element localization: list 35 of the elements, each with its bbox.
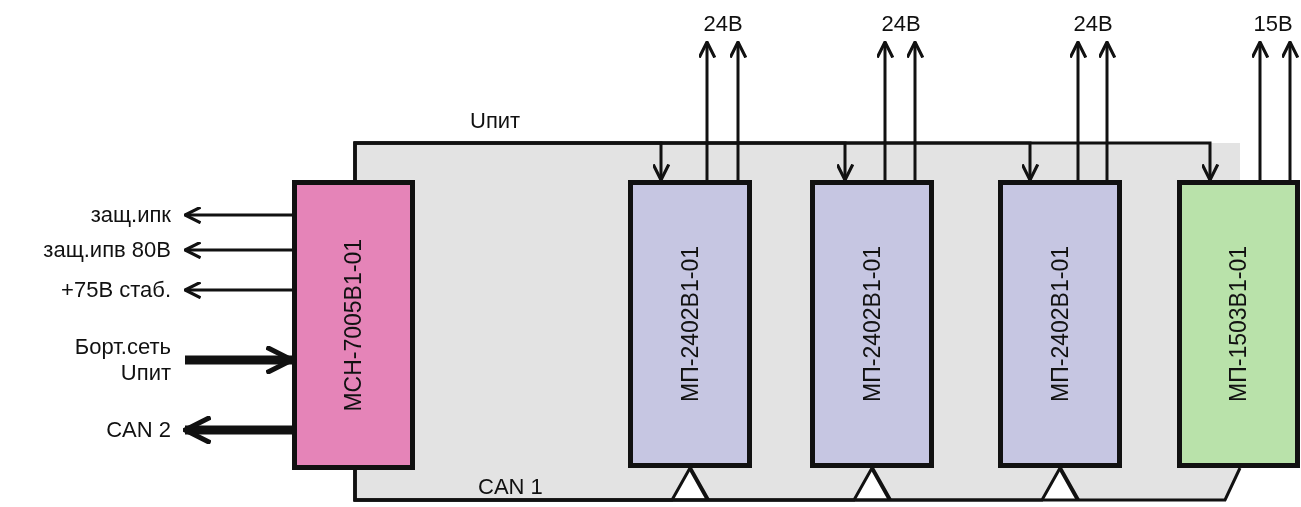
- arrow: [353, 141, 1219, 182]
- arrow: [1251, 40, 1269, 180]
- module-label: МП-2402В1-01: [858, 246, 886, 402]
- module-box: [810, 180, 934, 468]
- arrow: [1069, 40, 1087, 180]
- bus-label: Uпит: [470, 108, 521, 134]
- arrow: [183, 281, 292, 299]
- module-label: МСН-7005В1-01: [340, 238, 367, 412]
- arrow: [183, 241, 292, 259]
- signal-label: 24В: [1073, 11, 1113, 37]
- signal-label: 15В: [1253, 11, 1293, 37]
- arrow: [182, 415, 292, 445]
- module-label: МП-2402В1-01: [1046, 246, 1074, 402]
- module-box: [998, 180, 1122, 468]
- arrow: [876, 40, 894, 180]
- module-box: [628, 180, 752, 468]
- module-box: [1177, 180, 1300, 468]
- module-label: МП-1503В1-01: [1225, 246, 1252, 402]
- bus-label: CAN 1: [478, 474, 543, 500]
- module-box: [292, 180, 415, 470]
- signal-label: защ.ипв 80В: [43, 237, 171, 263]
- signal-label: 24В: [703, 11, 743, 37]
- module-label: МП-2402В1-01: [676, 246, 704, 402]
- arrow: [1098, 40, 1116, 180]
- arrow: [698, 40, 716, 180]
- signal-label: +75В стаб.: [61, 277, 171, 303]
- signal-label: CAN 2: [106, 417, 171, 443]
- signal-label: Борт.сеть Uпит: [73, 334, 171, 386]
- arrow: [906, 40, 924, 180]
- signal-label: защ.ипк: [90, 202, 171, 228]
- signal-label: 24В: [881, 11, 921, 37]
- arrow: [729, 40, 747, 180]
- arrow: [1281, 40, 1299, 180]
- bus-line: [353, 467, 1242, 502]
- arrow: [183, 206, 292, 224]
